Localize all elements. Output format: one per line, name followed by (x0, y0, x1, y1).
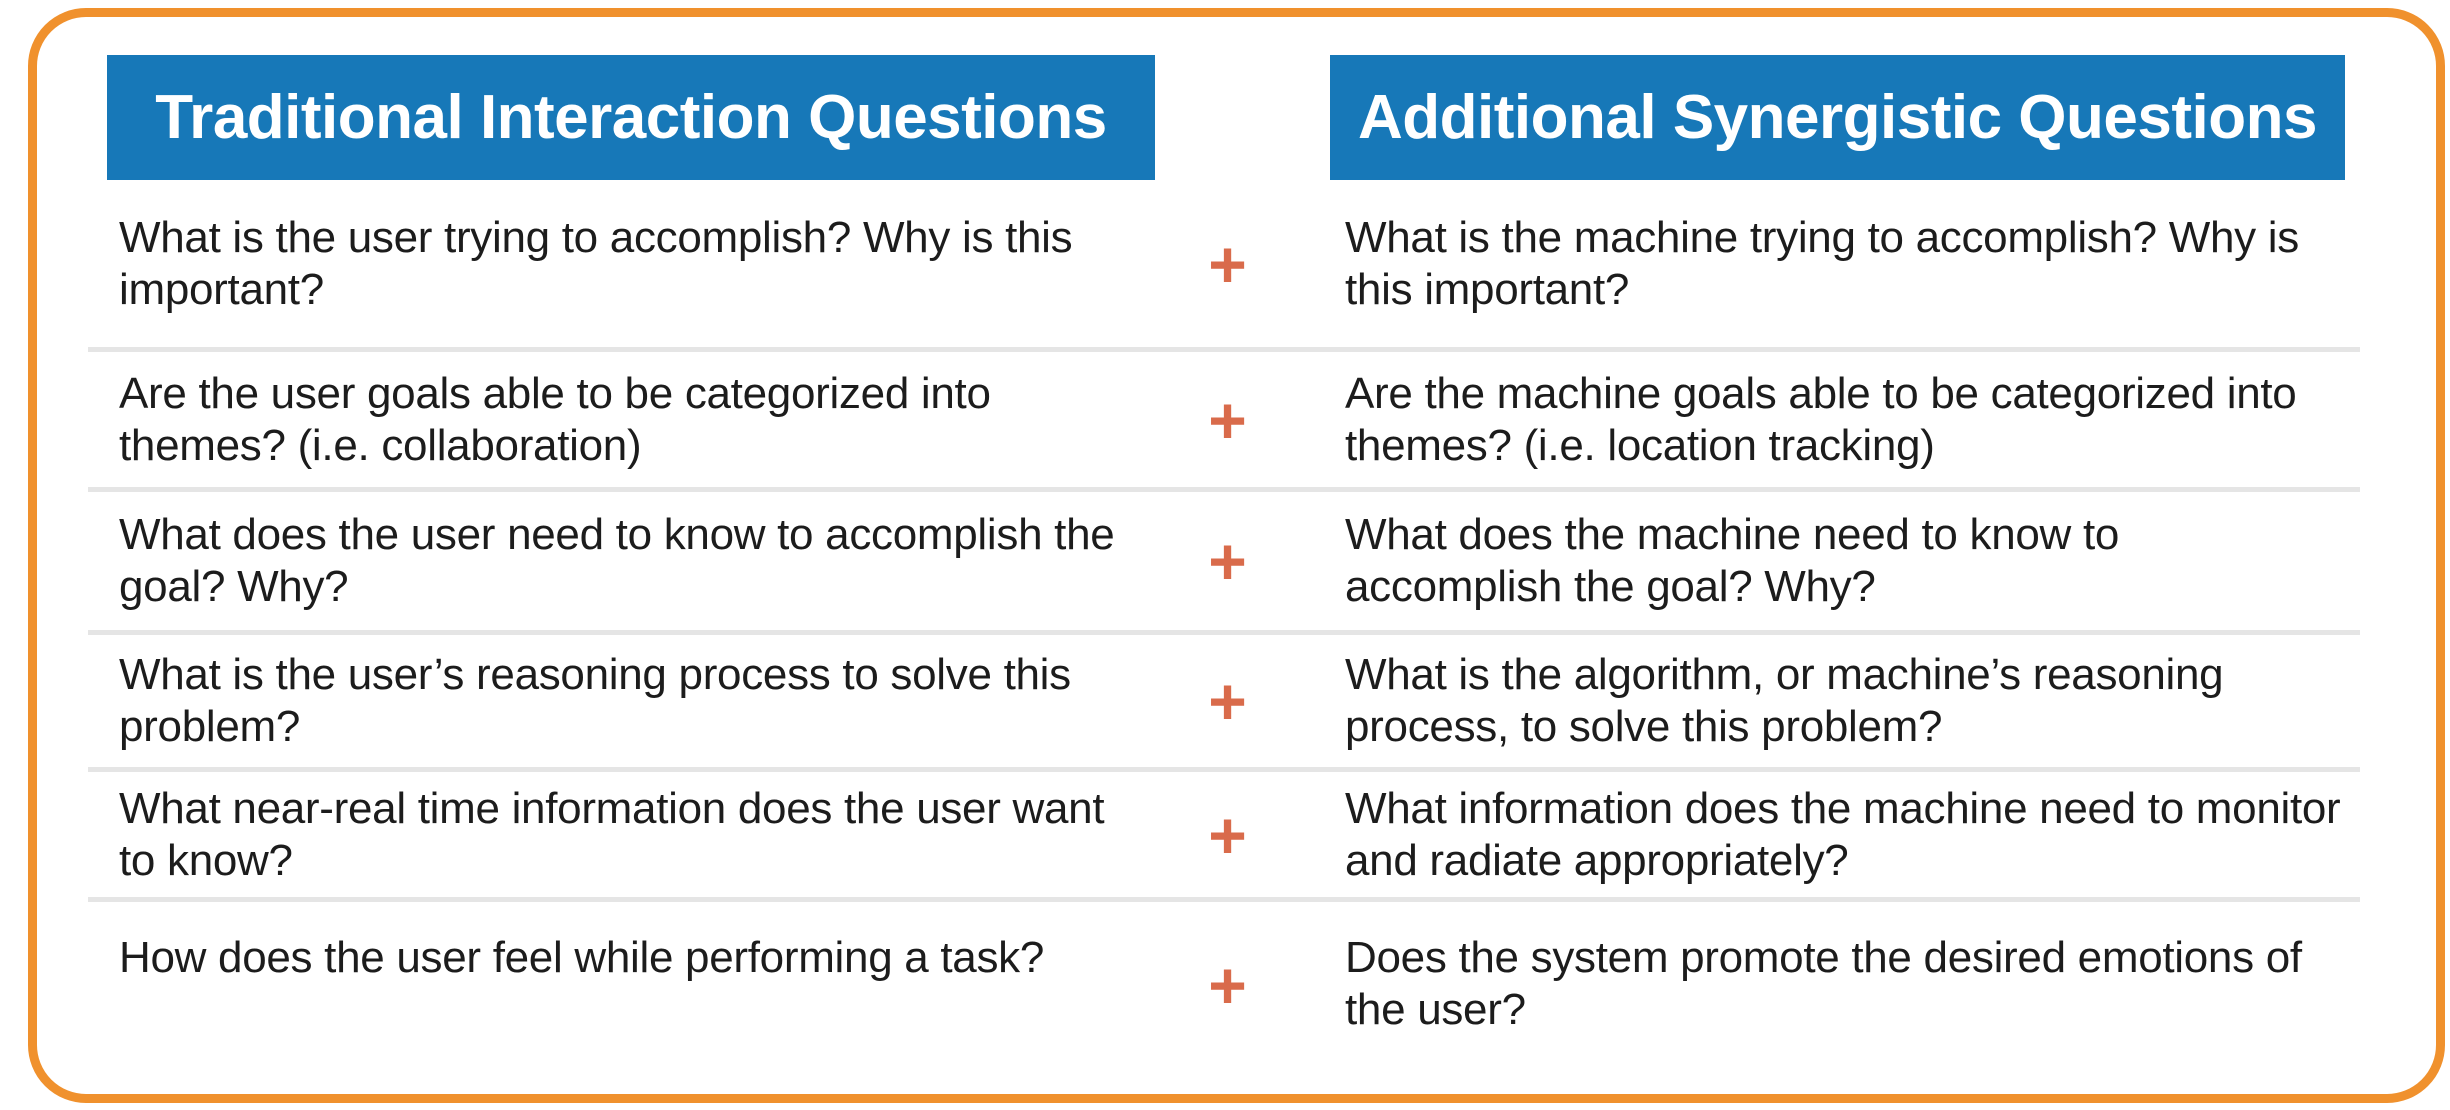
traditional-question-text: What does the user need to know to accom… (119, 510, 1115, 611)
traditional-questions-header: Traditional Interaction Questions (107, 55, 1155, 180)
synergistic-question-text: Are the machine goals able to be categor… (1345, 368, 2297, 470)
table-row: What is the user trying to accomplish? W… (88, 180, 2360, 347)
table-row: What does the user need to know to accom… (88, 487, 2360, 630)
synergistic-question-cell: Are the machine goals able to be categor… (1290, 368, 2360, 472)
table-row: What near-real time information does the… (88, 767, 2360, 897)
traditional-question-text: What is the user’s reasoning process to … (119, 650, 1071, 751)
traditional-question-cell: Are the user goals able to be categorize… (88, 368, 1165, 472)
plus-cell: + (1165, 952, 1290, 1018)
traditional-question-cell: What is the user trying to accomplish? W… (88, 212, 1165, 316)
synergistic-question-cell: What information does the machine need t… (1290, 783, 2360, 887)
plus-icon: + (1208, 382, 1247, 457)
plus-icon: + (1208, 664, 1247, 738)
question-table: What is the user trying to accomplish? W… (88, 180, 2360, 1067)
plus-cell: + (1165, 231, 1290, 297)
traditional-question-text: What near-real time information does the… (119, 783, 1105, 885)
synergistic-question-text: What information does the machine need t… (1345, 783, 2341, 885)
traditional-question-cell: How does the user feel while performing … (88, 932, 1165, 984)
synergistic-question-cell: What does the machine need to know to ac… (1290, 509, 2360, 613)
table-row: How does the user feel while performing … (88, 897, 2360, 1067)
synergistic-questions-header: Additional Synergistic Questions (1330, 55, 2345, 180)
synergistic-question-cell: What is the algorithm, or machine’s reas… (1290, 649, 2360, 753)
table-row: What is the user’s reasoning process to … (88, 630, 2360, 767)
synergistic-question-text: What is the machine trying to accomplish… (1345, 212, 2299, 314)
plus-icon: + (1208, 226, 1247, 301)
synergistic-question-cell: What is the machine trying to accomplish… (1290, 212, 2360, 316)
synergistic-question-cell: Does the system promote the desired emot… (1290, 932, 2360, 1036)
plus-icon: + (1208, 524, 1247, 598)
synergistic-question-text: What does the machine need to know to ac… (1345, 510, 2120, 611)
plus-icon: + (1208, 797, 1247, 872)
synergistic-question-text: What is the algorithm, or machine’s reas… (1345, 650, 2224, 751)
traditional-questions-header-label: Traditional Interaction Questions (155, 83, 1107, 152)
traditional-question-cell: What near-real time information does the… (88, 783, 1165, 887)
synergistic-question-text: Does the system promote the desired emot… (1345, 933, 2302, 1034)
traditional-question-text: How does the user feel while performing … (119, 933, 1045, 982)
traditional-question-cell: What is the user’s reasoning process to … (88, 649, 1165, 753)
traditional-question-text: What is the user trying to accomplish? W… (119, 212, 1073, 314)
plus-cell: + (1165, 387, 1290, 453)
synergistic-questions-header-label: Additional Synergistic Questions (1358, 83, 2317, 152)
rounded-frame (28, 8, 2445, 1103)
traditional-question-text: Are the user goals able to be categorize… (119, 368, 991, 470)
table-row: Are the user goals able to be categorize… (88, 347, 2360, 487)
plus-icon: + (1208, 947, 1247, 1022)
plus-cell: + (1165, 668, 1290, 734)
plus-cell: + (1165, 528, 1290, 594)
traditional-question-cell: What does the user need to know to accom… (88, 509, 1165, 613)
plus-cell: + (1165, 802, 1290, 868)
